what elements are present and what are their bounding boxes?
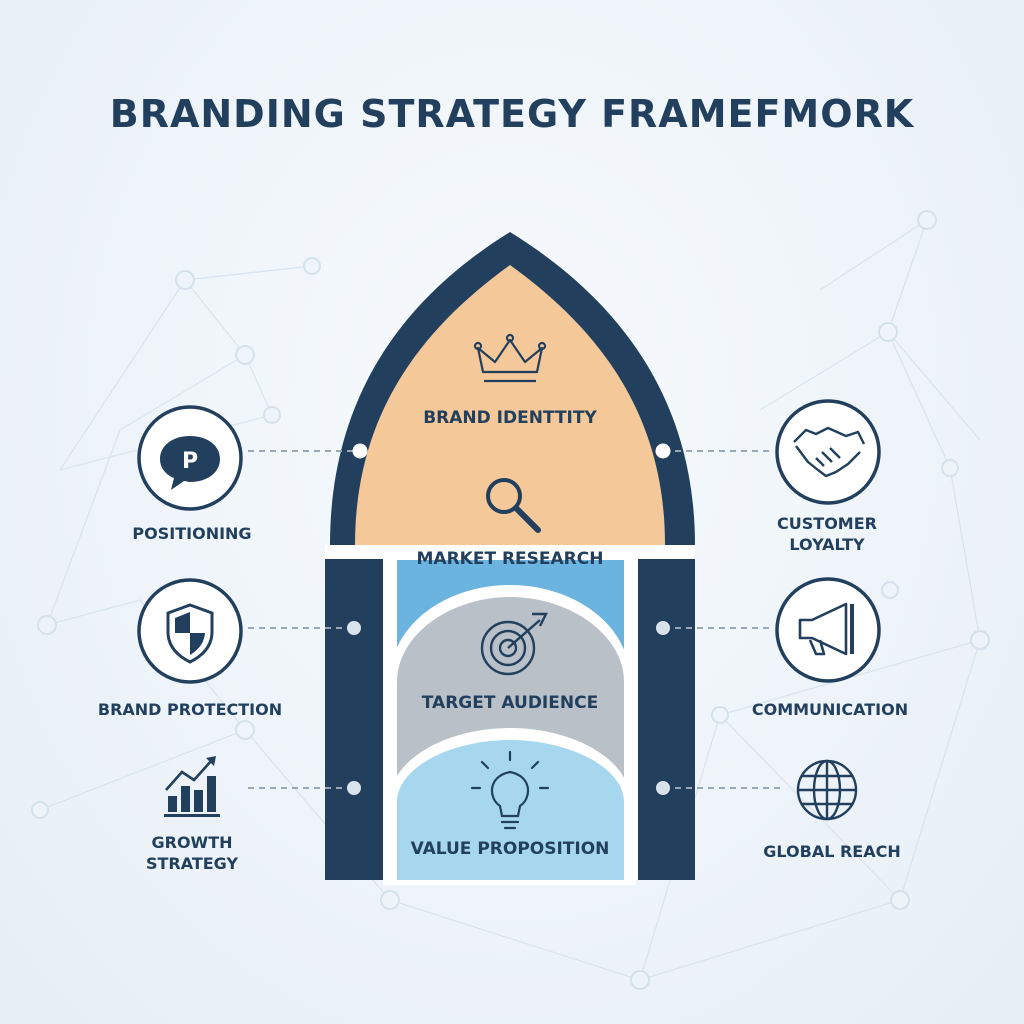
page-title: BRANDING STRATEGY FRAMEFMORK <box>109 92 915 136</box>
left-separator <box>383 559 397 880</box>
right-label-communication: COMMUNICATION <box>752 700 908 719</box>
right-label-customer-loyalty-line1: CUSTOMER <box>777 514 877 533</box>
lightbulb-icon <box>470 750 550 830</box>
layer-label-target-audience: TARGET AUDIENCE <box>422 693 598 713</box>
layer-label-market-research: MARKET RESEARCH <box>417 549 604 569</box>
connector-dots <box>352 443 671 459</box>
right-item-global-reach: GLOBAL REACH <box>763 759 901 861</box>
megaphone-icon <box>798 602 854 656</box>
network-background <box>31 210 990 990</box>
right-label-customer-loyalty-line2: LOYALTY <box>789 535 865 554</box>
left-item-growth-strategy: GROWTH STRATEGY <box>146 756 239 873</box>
brand-identity-region <box>355 265 665 545</box>
right-item-customer-loyalty: CUSTOMER LOYALTY <box>775 399 881 554</box>
right-separator <box>624 559 638 880</box>
right-label-global-reach: GLOBAL REACH <box>763 842 900 861</box>
growth-chart-icon <box>164 756 220 817</box>
left-label-growth-strategy-line1: GROWTH <box>151 833 232 852</box>
shield-icon <box>166 603 214 664</box>
right-item-communication: COMMUNICATION <box>752 577 908 719</box>
crown-icon <box>473 333 547 383</box>
left-item-brand-protection: BRAND PROTECTION <box>98 578 282 719</box>
layer-label-value-proposition: VALUE PROPOSITION <box>411 839 610 859</box>
connector-dots-lower <box>347 621 670 795</box>
globe-icon <box>796 759 858 821</box>
left-item-positioning: P POSITIONING <box>132 405 252 543</box>
left-label-growth-strategy-line2: STRATEGY <box>146 854 239 873</box>
svg-text:P: P <box>182 449 198 474</box>
left-label-positioning: POSITIONING <box>132 524 251 543</box>
connectors <box>248 450 782 789</box>
handshake-icon <box>793 426 866 478</box>
layer-label-brand-identity: BRAND IDENTTITY <box>423 408 597 428</box>
left-label-brand-protection: BRAND PROTECTION <box>98 700 282 719</box>
magnifier-icon <box>486 478 541 533</box>
speech-bubble-p-icon: P <box>160 436 220 490</box>
frame-gap <box>325 545 695 559</box>
target-icon <box>480 612 548 676</box>
